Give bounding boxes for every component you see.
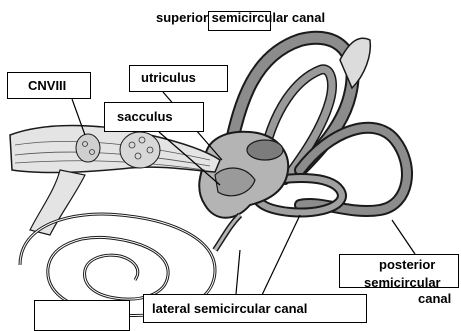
blank-label-box[interactable] [34,300,130,331]
label-posterior-line3: canal [418,292,451,305]
label-cnviii: CNVIII [28,79,66,92]
label-posterior-line1: posterior [379,258,435,271]
label-posterior-line2: semicircular [364,276,441,289]
label-sacculus: sacculus [117,110,173,123]
vestibulocochlear-nerve [10,126,220,235]
label-utriculus: utriculus [141,71,196,84]
label-superior-semicircular-canal: superior semicircular canal [156,11,325,24]
label-lateral-semicircular-canal: lateral semicircular canal [152,302,307,315]
